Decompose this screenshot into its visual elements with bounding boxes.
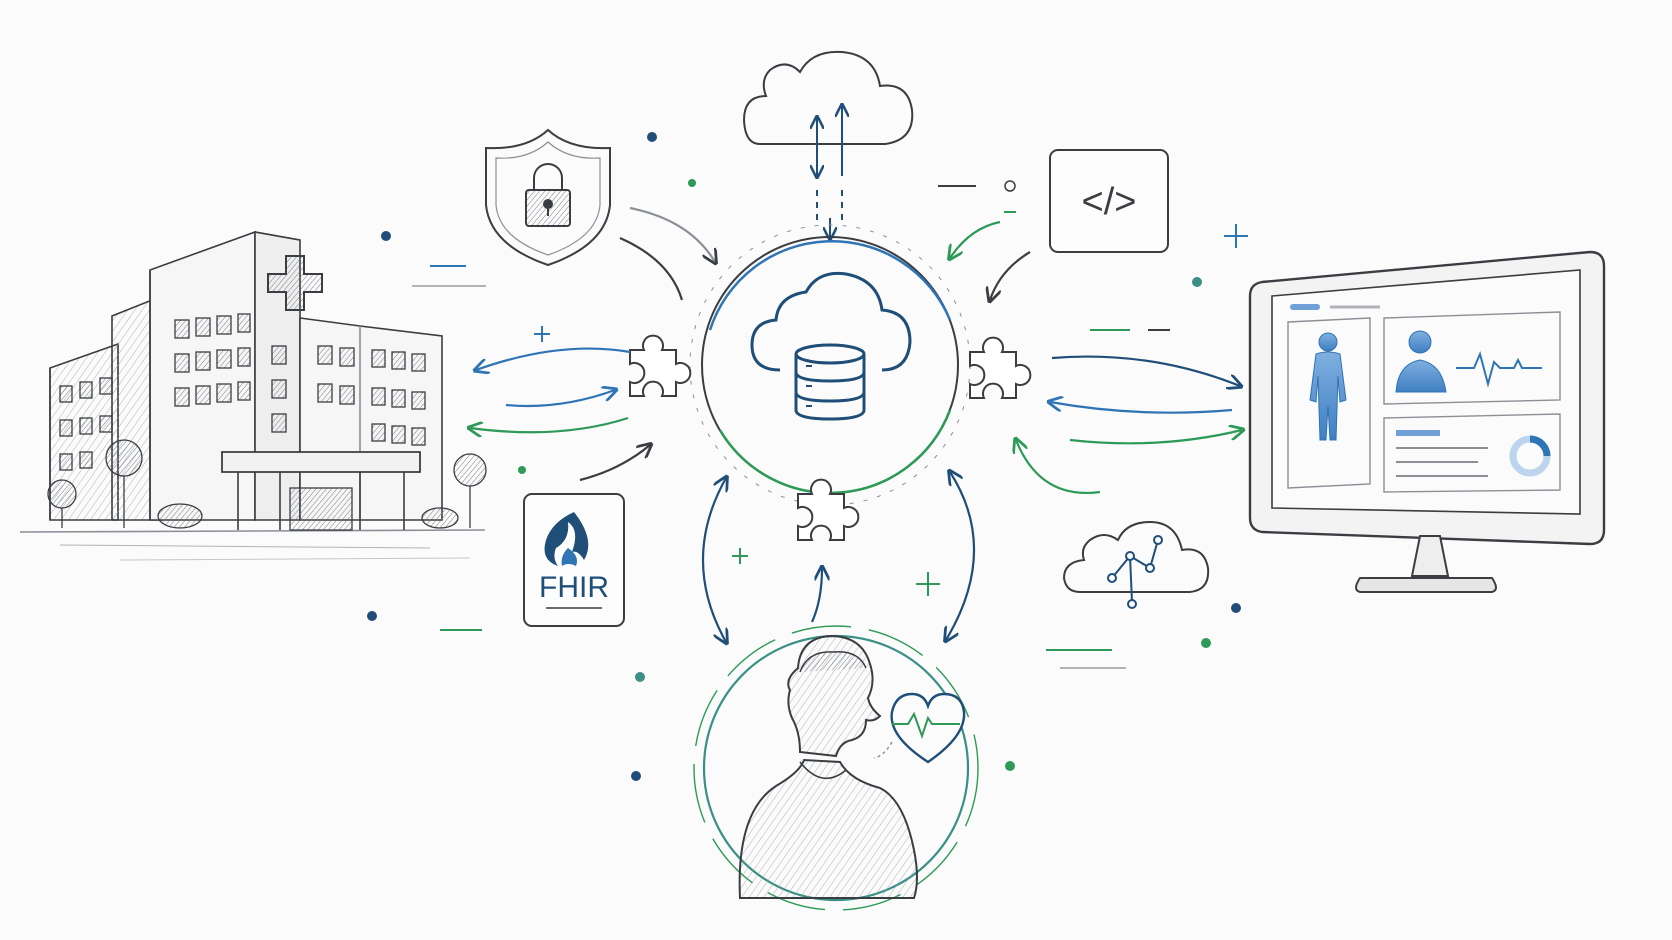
puzzle-piece-icon	[969, 336, 1032, 399]
puzzle-piece-icon	[629, 334, 692, 397]
central-hub	[689, 224, 971, 506]
cloud-sync-icon	[742, 50, 914, 238]
puzzle-piece-icon	[797, 478, 860, 541]
decorative-accents	[367, 132, 1248, 781]
ecg-line	[1456, 350, 1542, 388]
hospital-building	[19, 230, 487, 561]
cloud-network-icon	[1062, 520, 1210, 609]
code-card: </>	[1049, 149, 1169, 253]
medical-cross-icon	[267, 255, 323, 311]
fhir-card: FHIR	[523, 493, 625, 627]
heart-pulse-icon	[873, 692, 966, 764]
cloud-database-icon	[750, 271, 912, 421]
body-figure-icon	[1309, 332, 1347, 441]
fhir-flame-icon	[544, 512, 589, 566]
fhir-label: FHIR	[539, 571, 609, 604]
code-brackets-icon: </>	[1082, 181, 1137, 223]
clinical-dashboard-monitor	[1248, 250, 1606, 593]
flow-arrows	[470, 206, 1242, 642]
donut-chart-icon	[1509, 435, 1551, 477]
patient-portrait	[693, 625, 979, 911]
clinician-figure-icon	[1395, 330, 1447, 393]
shield-lock-icon	[485, 128, 611, 267]
